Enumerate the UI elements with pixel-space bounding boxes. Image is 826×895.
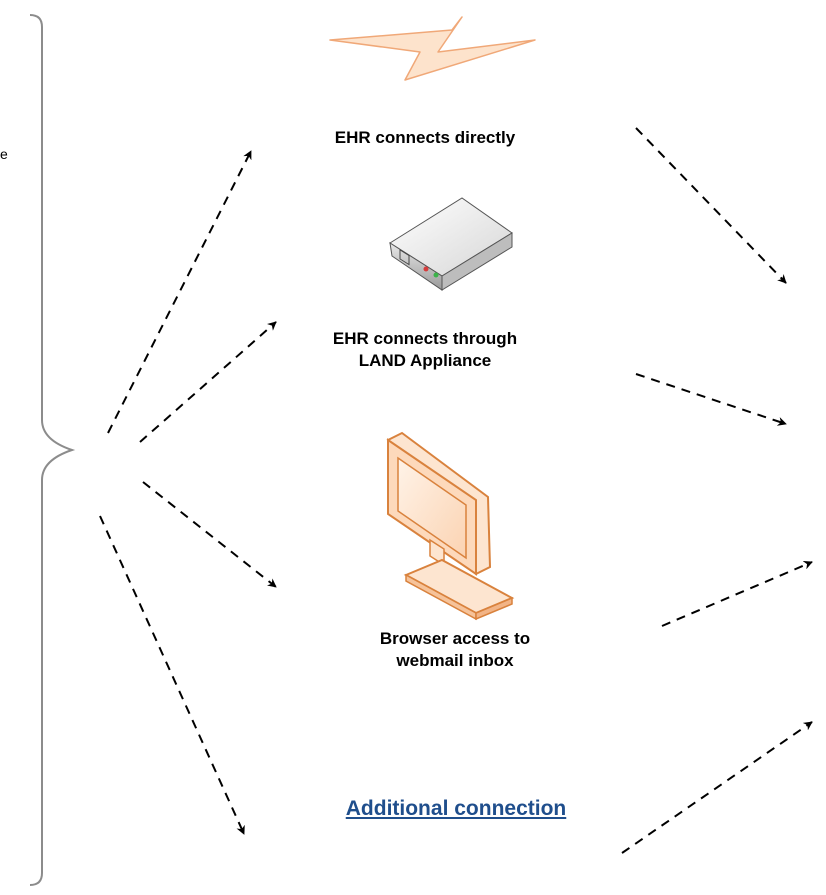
label-line: webmail inbox [396, 651, 514, 670]
arrow-direct-to-right [635, 127, 787, 284]
left-edge-text-fragment: e [0, 146, 8, 162]
label-line: EHR connects through [332, 329, 518, 348]
server-appliance-icon [389, 197, 513, 291]
ehr-connects-through-land-label: EHR connects through LAND Appliance [300, 328, 550, 372]
arrow-browser-to-right [661, 561, 813, 627]
arrow-left-to-direct [107, 150, 252, 434]
arrow-land-to-right [635, 373, 787, 426]
browser-access-label: Browser access to webmail inbox [330, 628, 580, 672]
label-line: LAND Appliance [358, 351, 492, 370]
additional-connection-link[interactable]: Additional connection [345, 797, 567, 820]
lightning-bolt-icon [329, 16, 536, 81]
arrow-left-to-browser [142, 481, 277, 588]
label-line: EHR connects directly [334, 128, 516, 147]
computer-monitor-icon [386, 431, 515, 621]
ehr-connects-directly-label: EHR connects directly [300, 127, 550, 149]
arrow-left-to-additional [99, 515, 245, 835]
left-curly-brace [29, 14, 76, 886]
label-line: Browser access to [379, 629, 531, 648]
arrow-additional-to-right [621, 721, 813, 854]
arrow-left-to-land [139, 321, 277, 443]
